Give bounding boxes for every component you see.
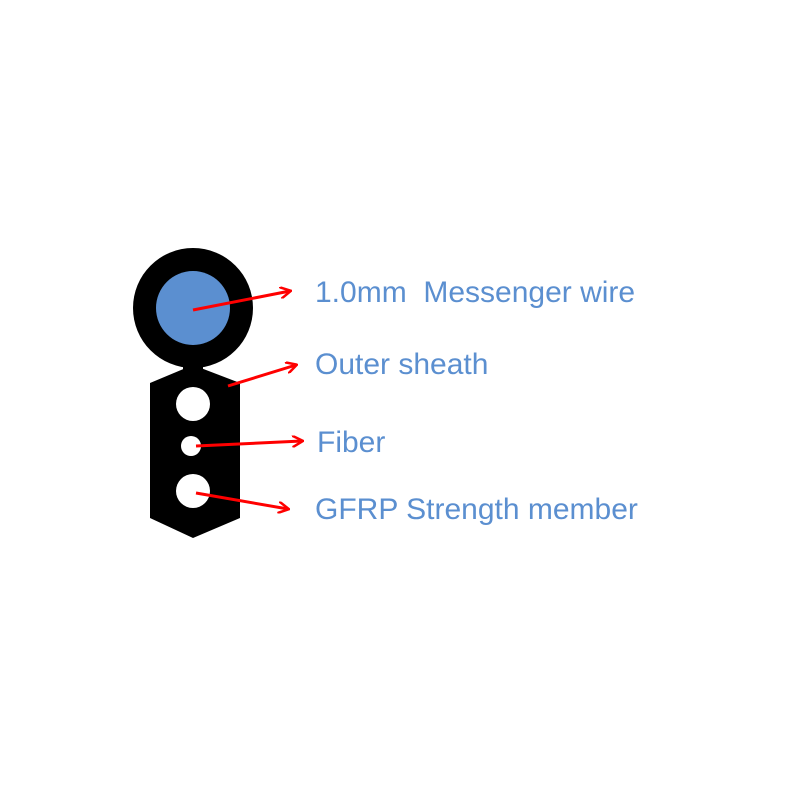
arrow-fiber	[195, 441, 302, 448]
gfrp-strength-member-upper	[176, 387, 210, 421]
messenger-wire-core	[156, 271, 230, 345]
arrow-gfrp-strength-member	[195, 491, 288, 509]
label-fiber: Fiber	[317, 426, 386, 459]
arrow-outer-sheath	[227, 365, 296, 388]
label-outer-sheath: Outer sheath	[315, 348, 489, 381]
gfrp-strength-member-lower	[176, 474, 210, 508]
fiber-core	[181, 436, 201, 456]
label-gfrp-strength-member: GFRP Strength member	[315, 493, 638, 526]
label-messenger-wire: 1.0mm Messenger wire	[315, 276, 636, 309]
arrow-messenger-wire	[192, 291, 290, 312]
